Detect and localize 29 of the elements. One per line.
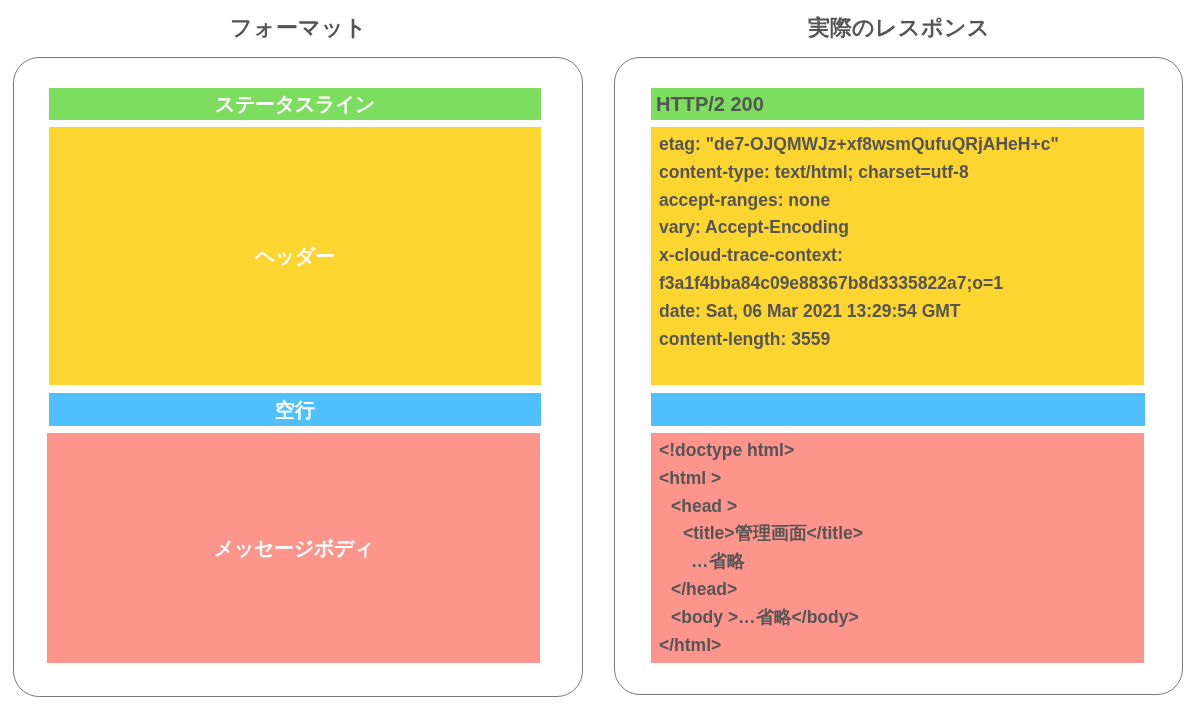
code-line: <head > xyxy=(671,494,738,518)
header-field-text: accept-ranges: none xyxy=(659,188,831,212)
status-line-text: HTTP/2 200 xyxy=(656,92,764,117)
code-line: </html> xyxy=(659,633,722,657)
panel-heading: フォーマット xyxy=(229,14,367,42)
blank-line-band xyxy=(49,393,541,426)
status-line-band xyxy=(49,88,541,120)
header-field-text: vary: Accept-Encoding xyxy=(659,216,849,240)
band-label: ヘッダー xyxy=(255,243,335,269)
band-label: メッセージボディ xyxy=(213,535,374,561)
header-band xyxy=(49,127,541,385)
panel-heading: 実際のレスポンス xyxy=(807,14,990,42)
message-body-band xyxy=(47,433,540,663)
code-line: <html > xyxy=(659,466,722,490)
band-label: 空行 xyxy=(275,396,315,423)
header-field-text: content-type: text/html; charset=utf-8 xyxy=(659,160,969,184)
code-line: …省略 xyxy=(691,550,745,574)
code-line: <!doctype html> xyxy=(659,439,795,462)
status-line-band xyxy=(651,88,1144,120)
code-line: <body >…省略</body> xyxy=(671,605,859,629)
header-band xyxy=(651,127,1144,385)
band-label: ステータスライン xyxy=(215,91,375,117)
header-field-text: etag: "de7-OJQMWJz+xf8wsmQufuQRjAHeH+c" xyxy=(659,133,1059,156)
code-line: </head> xyxy=(671,578,738,601)
code-line: <title>管理画面</title> xyxy=(683,522,863,546)
header-field-text: date: Sat, 06 Mar 2021 13:29:54 GMT xyxy=(659,299,961,323)
header-field-text: content-length: 3559 xyxy=(659,327,831,351)
message-body-band xyxy=(651,433,1144,663)
blank-line-band xyxy=(651,393,1145,426)
